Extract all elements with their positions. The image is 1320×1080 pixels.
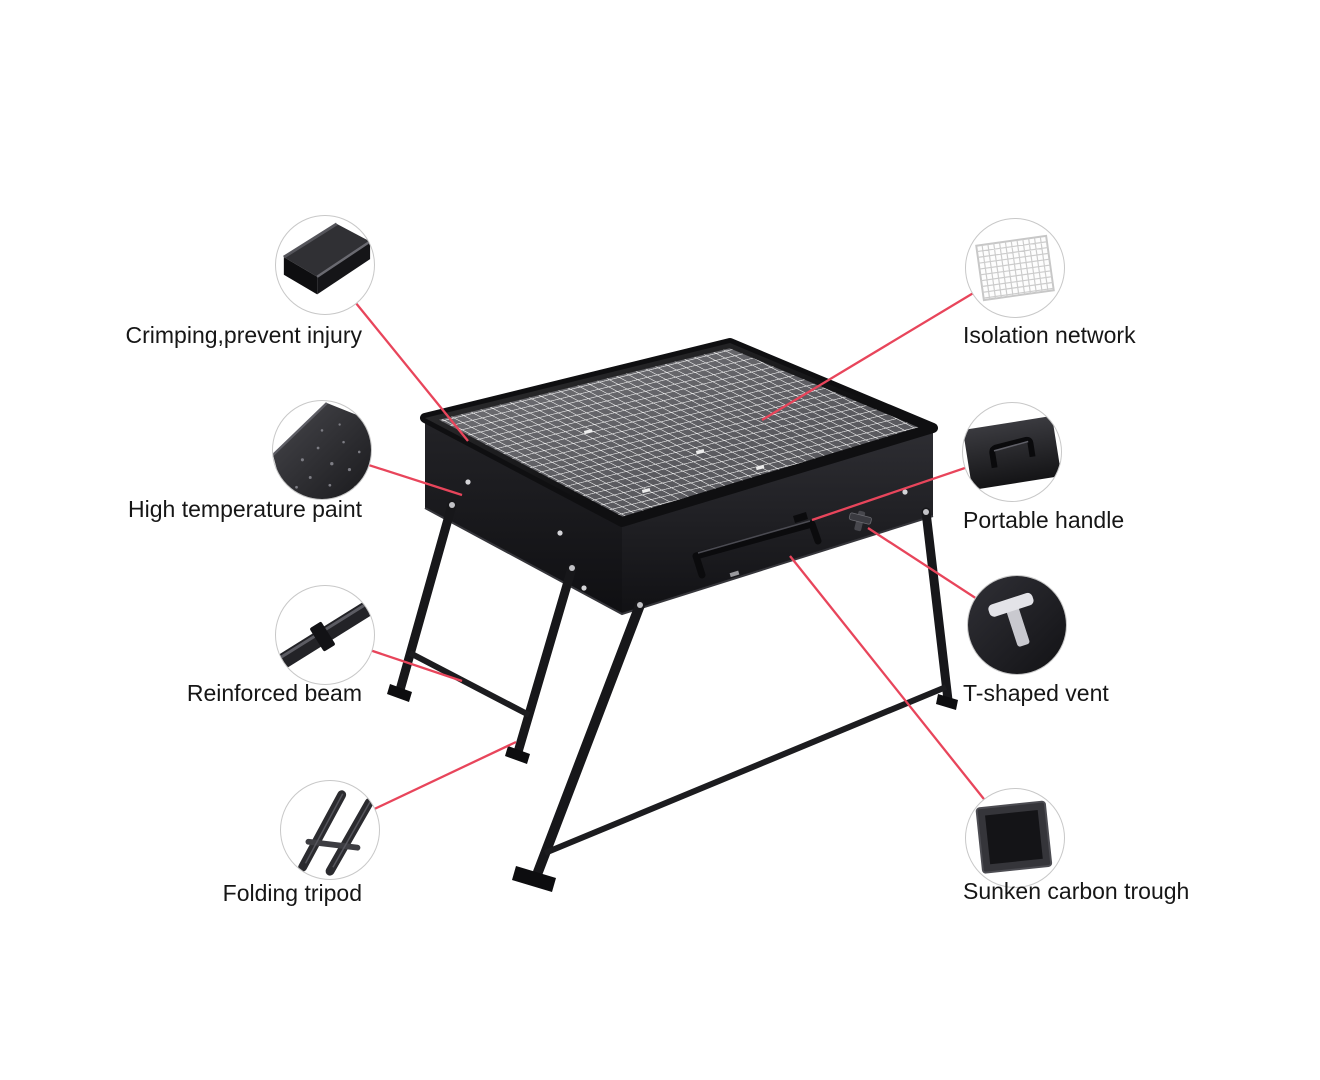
t-vent-icon (968, 576, 1066, 674)
paint-texture-icon (273, 402, 371, 499)
feature-label-beam: Reinforced beam (186, 680, 362, 706)
tripod-icon (298, 790, 374, 876)
grill-handle (692, 512, 822, 579)
grill-rear-beam (543, 684, 948, 856)
feature-label-vent: T-shaped vent (963, 680, 1109, 706)
handle-detail-circle (962, 402, 1062, 502)
grill-beams (408, 650, 948, 856)
beam-icon (276, 597, 374, 673)
grill-mesh-clips (583, 429, 765, 494)
feature-label-handle: Portable handle (963, 507, 1125, 533)
feature-label-crimping: Crimping,prevent injury (125, 322, 362, 348)
grill-foot-pads (387, 684, 958, 892)
handle-icon (963, 415, 1061, 491)
crimped-edge-icon (283, 222, 371, 295)
feature-label-paint: High temperature paint (128, 496, 362, 522)
feature-label-isolation: Isolation network (963, 322, 1136, 348)
grill-reinforced-beam (408, 650, 531, 718)
carbon-tray-icon (975, 800, 1053, 874)
grill-handle-latch (793, 512, 808, 523)
grill-hinge-bolts (449, 502, 929, 608)
feature-label-trough: Sunken carbon trough (963, 878, 1190, 904)
paint-detail-circle (272, 400, 372, 500)
isolation-detail-circle (965, 218, 1065, 318)
grill-mesh-top (420, 338, 938, 527)
grill-leg-right-rear (921, 507, 953, 705)
vent-detail-circle (967, 575, 1067, 675)
trough-detail-circle (965, 788, 1065, 888)
tripod-detail-circle (280, 780, 380, 880)
crimping-detail-circle (275, 215, 375, 315)
grill-t-vent (848, 510, 872, 532)
grill-leg-left-rear (395, 500, 457, 695)
callout-line-trough (789, 555, 1016, 839)
mesh-grid-icon (975, 234, 1055, 302)
grill-rivets (465, 479, 908, 591)
feature-label-tripod: Folding tripod (222, 880, 362, 906)
grill-leg-left-front (513, 563, 577, 757)
grill-legs (395, 500, 953, 877)
grill-front-clip (729, 570, 740, 578)
grill-leg-front-long (533, 600, 645, 877)
grill-bottom-edge-highlight (424, 507, 934, 616)
beam-detail-circle (275, 585, 375, 685)
